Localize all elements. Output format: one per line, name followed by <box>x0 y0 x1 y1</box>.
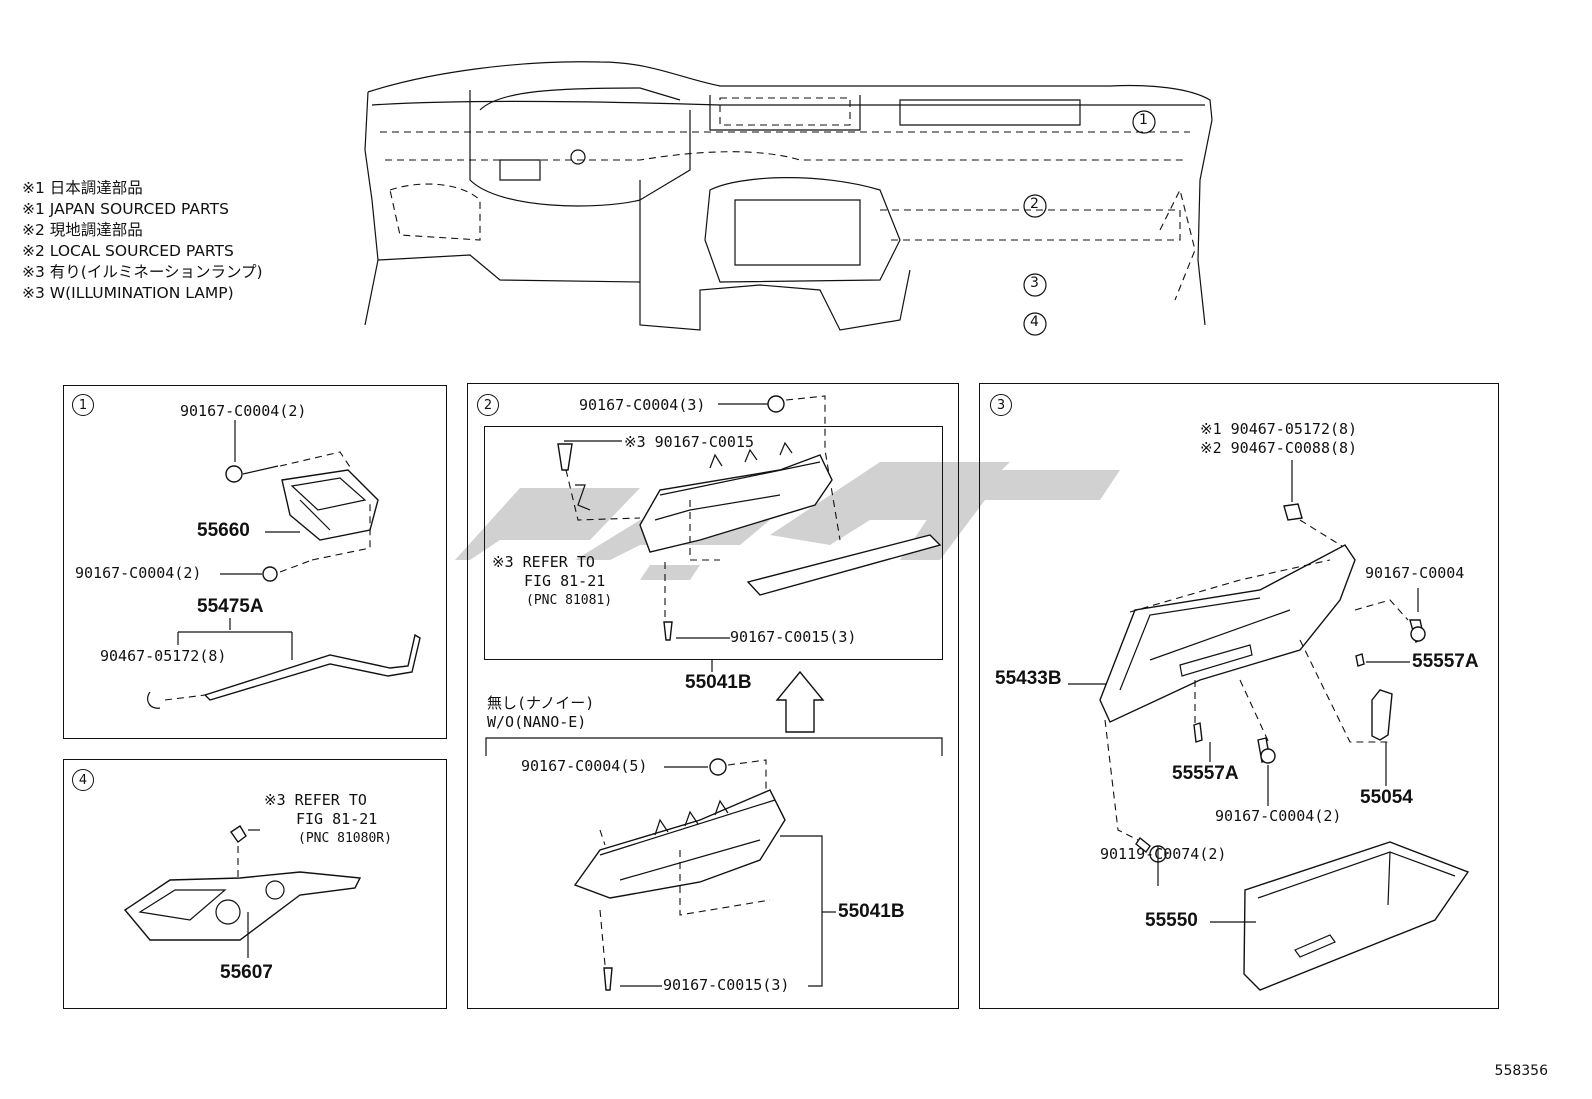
label-55054[interactable]: 55054 <box>1360 787 1413 808</box>
clip-line-2: ※2 90467-C0088(8) <box>1200 439 1358 457</box>
label-90167-c0015-3[interactable]: 90167-C0015(3) <box>730 628 857 646</box>
legend-line-3: ※2 現地調達部品 <box>22 221 143 239</box>
label-55041b-lower[interactable]: 55041B <box>838 901 905 922</box>
label-90167-c0004-top[interactable]: 90167-C0004(2) <box>180 402 307 420</box>
panel-2-number: 2 <box>477 394 499 416</box>
overview-callout-3: 3 <box>1030 275 1039 291</box>
label-55607[interactable]: 55607 <box>220 962 273 983</box>
overview-callout-1: 1 <box>1139 112 1148 128</box>
label-90467-05172[interactable]: 90467-05172(8) <box>100 647 227 665</box>
legend-line-2: ※1 JAPAN SOURCED PARTS <box>22 200 229 218</box>
label-wo-nano-e: 無し(ナノイー) W/O(NANO-E) <box>487 694 594 732</box>
label-55041b-upper[interactable]: 55041B <box>685 672 752 693</box>
panel-3 <box>979 383 1499 1009</box>
label-90167-c0004-bottom[interactable]: 90167-C0004(2) <box>75 564 202 582</box>
nano-line-2: W/O(NANO-E) <box>487 713 587 731</box>
label-90167-c0004-3[interactable]: 90167-C0004(3) <box>579 396 706 414</box>
nano-line-1: 無し(ナノイー) <box>487 694 595 712</box>
panel-1-number: 1 <box>72 394 94 416</box>
overview-callout-4: 4 <box>1030 314 1039 330</box>
legend-line-4: ※2 LOCAL SOURCED PARTS <box>22 242 234 260</box>
dashboard-panel-outline <box>364 61 1213 331</box>
p4-refer-line-2: FIG 81-21 <box>296 810 378 828</box>
legend-line-6: ※3 W(ILLUMINATION LAMP) <box>22 284 234 302</box>
label-90167-c0004-5[interactable]: 90167-C0004(5) <box>521 757 648 775</box>
panel-4 <box>63 759 447 1009</box>
label-90167-c0004-right[interactable]: 90167-C0004 <box>1365 564 1465 582</box>
diagram-code: 558356 <box>1494 1063 1548 1079</box>
clip-line-1: ※1 90467-05172(8) <box>1200 420 1358 438</box>
label-55660[interactable]: 55660 <box>197 520 250 541</box>
label-55550[interactable]: 55550 <box>1145 910 1198 931</box>
panel3-drawings <box>1068 460 1470 991</box>
label-refer-fig-81-21: ※3 REFER TO FIG 81-21 (PNC 81081) <box>492 553 612 610</box>
panel1-drawings <box>147 420 421 709</box>
refer-line-2: FIG 81-21 <box>524 572 606 590</box>
label-illum-90167-c0015[interactable]: ※3 90167-C0015 <box>624 433 754 451</box>
panel-2-upper-frame <box>484 426 943 660</box>
label-55475a[interactable]: 55475A <box>197 596 264 617</box>
panel-4-number: 4 <box>72 769 94 791</box>
overview-callout-2: 2 <box>1030 196 1039 212</box>
p4-refer-line-3: (PNC 81080R) <box>298 831 392 846</box>
panel4-drawings <box>123 825 362 958</box>
panel-1 <box>63 385 447 739</box>
panel-2 <box>467 383 959 1009</box>
panel-3-number: 3 <box>990 394 1012 416</box>
label-clip-90467[interactable]: ※1 90467-05172(8) ※2 90467-C0088(8) <box>1200 420 1357 458</box>
label-90167-c0015-3-lower[interactable]: 90167-C0015(3) <box>663 976 790 994</box>
legend-line-1: ※1 日本調達部品 <box>22 179 143 197</box>
refer-line-3: (PNC 81081) <box>526 593 613 608</box>
label-55557a-right[interactable]: 55557A <box>1412 651 1479 672</box>
label-55433b[interactable]: 55433B <box>995 668 1062 689</box>
label-90119-c0074[interactable]: 90119-C0074(2) <box>1100 845 1227 863</box>
legend: ※1 日本調達部品 ※1 JAPAN SOURCED PARTS ※2 現地調達… <box>22 178 263 304</box>
label-90167-c0004-2[interactable]: 90167-C0004(2) <box>1215 807 1342 825</box>
refer-line-1: ※3 REFER TO <box>492 553 595 571</box>
p4-refer-line-1: ※3 REFER TO <box>264 791 367 809</box>
label-55557a-mid[interactable]: 55557A <box>1172 763 1239 784</box>
legend-line-5: ※3 有り(イルミネーションランプ) <box>22 263 263 281</box>
label-refer-fig-81-21-panel4: ※3 REFER TO FIG 81-21 (PNC 81080R) <box>264 791 392 848</box>
panel2-drawings <box>485 395 943 991</box>
